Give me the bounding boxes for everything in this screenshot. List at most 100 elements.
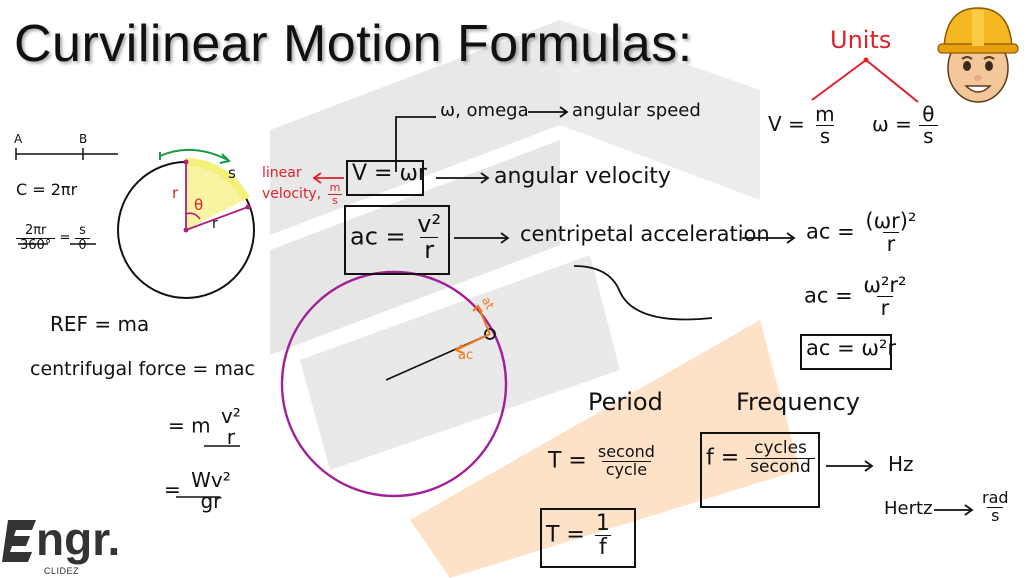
units-v-lhs: V = xyxy=(768,112,805,136)
ac-num: v² xyxy=(417,210,442,238)
hz-label: Hz xyxy=(888,452,914,476)
f-den: second xyxy=(746,457,815,477)
t1-lhs: T = xyxy=(548,448,587,474)
angular-speed-label: angular speed xyxy=(572,100,701,121)
velocity-formula-box xyxy=(346,160,424,196)
ratio-equals: = xyxy=(59,230,71,246)
linear-velocity-line1: linear xyxy=(262,165,302,181)
ac-vector-label: ac xyxy=(458,348,474,363)
wv2-num: Wv² xyxy=(191,468,231,492)
ref-formula: REF = ma xyxy=(50,312,150,336)
arc-s-label: s xyxy=(228,164,236,182)
linear-velocity-num: m xyxy=(329,181,341,194)
ac-final-formula: ac = ω²r xyxy=(806,336,896,360)
logo-sub: CLIDEZ xyxy=(44,566,80,576)
ratio-den-right: θ xyxy=(74,237,91,253)
units-w-lhs: ω = xyxy=(872,112,912,136)
t1-den: cycle xyxy=(601,460,652,479)
circumference-formula: C = 2πr xyxy=(16,180,78,199)
t2-num: 1 xyxy=(595,511,610,536)
angular-velocity-label: angular velocity xyxy=(494,164,671,189)
wv2-den: gr xyxy=(200,489,222,513)
ac2-num: ω²r² xyxy=(863,273,907,297)
linear-velocity-den: s xyxy=(328,193,342,207)
engineer-avatar xyxy=(937,7,1019,103)
radius-r1-label: r xyxy=(172,184,179,202)
frequency-formula-box xyxy=(700,432,820,508)
rad-num: rad xyxy=(982,488,1009,507)
f-num: cycles xyxy=(754,438,807,458)
ratio-num-left: 2πr xyxy=(24,223,47,238)
rad-den: s xyxy=(987,506,1004,525)
mv2-lhs: = m xyxy=(168,413,211,438)
t1-num: second xyxy=(597,442,655,461)
velocity-formula: V = ωr xyxy=(352,161,427,186)
ac-formula-box xyxy=(344,205,450,275)
mv2-num: v² xyxy=(220,404,241,428)
radius-r2-label: r xyxy=(212,216,218,232)
period-formula-box xyxy=(540,508,636,568)
ratio-den-left: 360° xyxy=(16,237,56,253)
ac-final-box xyxy=(800,334,892,370)
units-label: Units xyxy=(830,26,892,54)
units-v-num: m xyxy=(815,102,835,126)
wv2-lhs: = xyxy=(164,477,181,502)
hertz-label: Hertz xyxy=(884,498,933,519)
ac1-lhs: ac = xyxy=(806,219,855,244)
units-w-den: s xyxy=(919,125,938,147)
ac1-den: r xyxy=(882,232,900,255)
ratio-num-right: s xyxy=(79,223,86,238)
engr-e-icon xyxy=(2,520,36,562)
ac-den: r xyxy=(420,237,439,263)
centrifugal-force-formula: centrifugal force = mac xyxy=(30,358,255,380)
point-a-label: A xyxy=(14,132,23,146)
omega-label: ω, omega xyxy=(440,100,529,121)
ac2-den: r xyxy=(876,296,894,319)
t2-lhs: T = xyxy=(546,522,585,548)
units-v-den: s xyxy=(815,125,835,147)
page-title: Curvilinear Motion Formulas: xyxy=(14,15,693,73)
frequency-heading: Frequency xyxy=(736,388,860,416)
t2-den: f xyxy=(595,535,611,559)
engr-logo: ngr. CLIDEZ xyxy=(0,512,140,578)
angle-theta-label: θ xyxy=(194,196,204,214)
ac2-lhs: ac = xyxy=(804,283,853,308)
logo-word: ngr. xyxy=(36,513,121,565)
ac1-num: (ωr)² xyxy=(865,209,917,233)
ac-lhs: ac = xyxy=(350,222,406,251)
period-heading: Period xyxy=(588,388,663,416)
point-b-label: B xyxy=(79,132,88,146)
f-lhs: f = xyxy=(706,445,740,471)
